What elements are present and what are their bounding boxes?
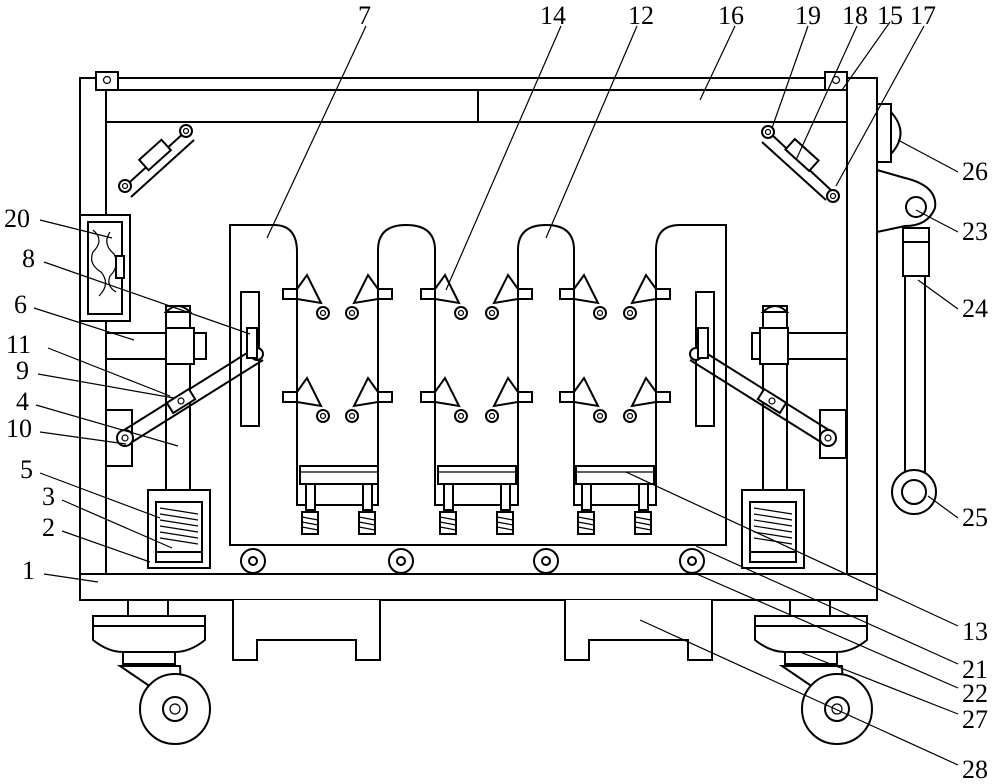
clamp-set [282, 273, 671, 423]
label-4: 4 [16, 387, 29, 416]
label-7: 7 [358, 1, 371, 30]
label-28: 28 [962, 755, 988, 784]
clamp [485, 376, 533, 423]
label-26: 26 [962, 157, 988, 186]
label-16: 16 [718, 1, 744, 30]
label-22: 22 [962, 679, 988, 708]
label-21: 21 [962, 655, 988, 684]
caster-left [92, 599, 211, 745]
label-13: 13 [962, 617, 988, 646]
label-14: 14 [540, 1, 566, 30]
label-19: 19 [795, 1, 821, 30]
handle-assembly [876, 103, 937, 515]
support-rack [299, 465, 379, 535]
label-24: 24 [962, 294, 988, 323]
right-damper [761, 125, 840, 203]
rollers [240, 548, 705, 574]
clamp [485, 273, 533, 320]
left-damper [118, 124, 195, 198]
label-27: 27 [962, 705, 988, 734]
clamp [345, 273, 393, 320]
leader-lines [33, 21, 959, 766]
label-1: 1 [22, 556, 35, 585]
label-6: 6 [14, 290, 27, 319]
clamp [282, 273, 330, 320]
clamp [345, 376, 393, 423]
left-rod-assembly [105, 305, 264, 569]
right-rod-assembly [689, 305, 848, 569]
label-17: 17 [910, 1, 936, 30]
clamp [623, 273, 671, 320]
inner-tank [229, 223, 727, 546]
support-rack [575, 465, 655, 535]
support-racks [299, 465, 655, 535]
label-25: 25 [962, 503, 988, 532]
fan-box [79, 214, 131, 322]
clamp [559, 376, 607, 423]
label-12: 12 [628, 1, 654, 30]
label-9: 9 [16, 356, 29, 385]
support-rack [437, 465, 517, 535]
part-labels: 1 2 3 4 5 6 7 8 9 10 11 12 13 14 15 16 1… [4, 1, 988, 784]
clamp [420, 376, 468, 423]
clamp [559, 273, 607, 320]
label-8: 8 [22, 244, 35, 273]
label-10: 10 [6, 414, 32, 443]
clamp [282, 376, 330, 423]
label-11: 11 [6, 330, 31, 359]
clamp [623, 376, 671, 423]
caster-right [754, 599, 873, 745]
label-15: 15 [877, 1, 903, 30]
label-2: 2 [42, 513, 55, 542]
feet [232, 600, 713, 661]
clamp [420, 273, 468, 320]
label-20: 20 [4, 204, 30, 233]
label-23: 23 [962, 217, 988, 246]
label-3: 3 [42, 482, 55, 511]
label-18: 18 [842, 1, 868, 30]
label-5: 5 [20, 455, 33, 484]
